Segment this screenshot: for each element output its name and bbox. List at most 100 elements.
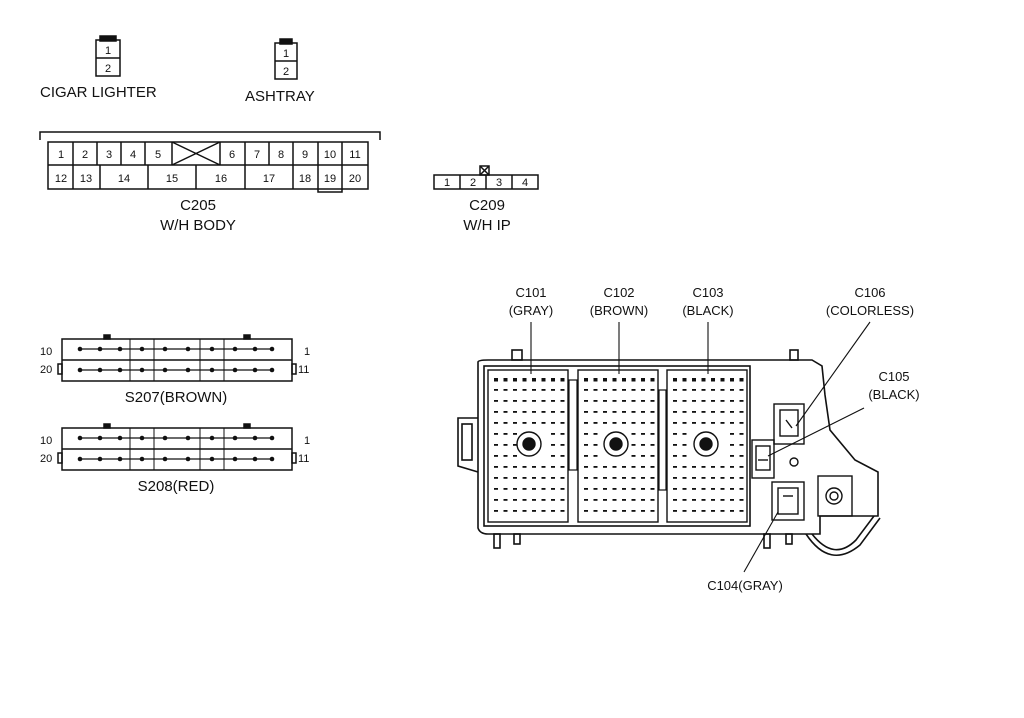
c209-pin: 2 xyxy=(470,177,476,189)
pin-cavity xyxy=(673,499,677,501)
pin-cavity xyxy=(641,444,645,446)
pin-cavity xyxy=(593,510,598,512)
c205-pin: 12 xyxy=(55,173,67,185)
pin-cavity xyxy=(682,510,687,512)
pin-cavity xyxy=(584,488,588,490)
pin-cavity xyxy=(650,422,655,424)
pin-cavity xyxy=(522,510,527,512)
pin-cavity xyxy=(673,433,677,435)
s208-connector xyxy=(57,423,297,471)
pin-cavity xyxy=(641,477,645,479)
pin-cavity xyxy=(711,411,715,413)
pin-cavity xyxy=(711,466,715,468)
pin-cavity xyxy=(551,389,555,391)
pin-cavity xyxy=(551,488,555,490)
c209-pin-numbers: 1 2 3 4 xyxy=(444,177,528,189)
pin-cavity xyxy=(603,378,607,382)
pin-cavity xyxy=(622,422,626,424)
pin-cavity xyxy=(503,444,508,446)
pin-cavity xyxy=(622,477,626,479)
pin-cavity xyxy=(522,389,527,391)
s208-dots xyxy=(77,435,275,462)
pin-cavity xyxy=(551,422,555,424)
s207-pin-left-bottom: 20 xyxy=(40,364,53,376)
pin-cavity xyxy=(541,477,546,479)
c205-pin: 5 xyxy=(155,149,161,161)
pin-cavity xyxy=(720,400,725,402)
pin-cavity xyxy=(551,477,555,479)
pin-cavity xyxy=(513,389,517,391)
pin-cavity xyxy=(494,411,498,413)
pin-cavity xyxy=(612,400,617,402)
pin-cavity xyxy=(622,378,626,382)
pin-cavity xyxy=(593,499,598,501)
pin-cavity xyxy=(603,488,607,490)
pin-cavity xyxy=(513,488,517,490)
s208-pin-right-top: 1 xyxy=(304,435,311,447)
pin-cavity xyxy=(522,378,527,382)
pin-cavity xyxy=(522,466,527,468)
pin-cavity xyxy=(522,411,527,413)
pin-cavity xyxy=(593,389,598,391)
pin-cavity xyxy=(494,389,498,391)
pin-cavity xyxy=(603,466,607,468)
pin-cavity xyxy=(584,378,588,382)
pin-cavity xyxy=(673,400,677,402)
pin-cavity xyxy=(622,488,626,490)
pin-cavity xyxy=(503,411,508,413)
c205-pin-numbers: 1 2 3 4 5 6 7 8 9 10 11 12 13 14 15 16 1… xyxy=(55,149,361,185)
pin-cavity xyxy=(541,422,546,424)
pin-cavity xyxy=(650,378,655,382)
pin-cavity xyxy=(612,466,617,468)
pin-cavity xyxy=(503,455,508,457)
pin-cavity xyxy=(612,411,617,413)
pin-cavity xyxy=(513,378,517,382)
pin-cavity xyxy=(584,422,588,424)
pin-cavity xyxy=(503,499,508,501)
pin-cavity xyxy=(494,488,498,490)
pin-cavity xyxy=(730,433,734,435)
pin-cavity xyxy=(730,411,734,413)
c205-pin: 1 xyxy=(58,149,64,161)
pin-cavity xyxy=(631,378,636,382)
pin-cavity xyxy=(711,378,715,382)
c106-connector xyxy=(773,403,805,445)
pin-cavity xyxy=(560,378,565,382)
pin-cavity xyxy=(584,444,588,446)
c205-pin: 10 xyxy=(324,149,336,161)
pin-cavity xyxy=(532,378,536,382)
pin-cavity xyxy=(622,389,626,391)
pin-cavity xyxy=(494,400,498,402)
pin-cavity xyxy=(692,477,696,479)
pin-cavity xyxy=(593,444,598,446)
pin-cavity xyxy=(631,400,636,402)
pin-cavity xyxy=(560,488,565,490)
pin-cavity xyxy=(673,455,677,457)
pin-cavity xyxy=(730,499,734,501)
pin-cavity xyxy=(692,389,696,391)
pin-cavity xyxy=(631,510,636,512)
pin-cavity xyxy=(739,510,744,512)
pin-cavity xyxy=(641,510,645,512)
pin-cavity xyxy=(739,378,744,382)
pin-cavity xyxy=(522,400,527,402)
pin-cavity xyxy=(494,455,498,457)
pin-cavity xyxy=(503,477,508,479)
c101-color: (GRAY) xyxy=(508,303,554,318)
ashtray-connector: 1 2 xyxy=(274,38,298,80)
pin-cavity xyxy=(720,422,725,424)
pin-cavity xyxy=(584,433,588,435)
pin-cavity xyxy=(494,466,498,468)
pin-cavity xyxy=(720,389,725,391)
c102-id: C102 xyxy=(603,285,635,300)
pin-cavity xyxy=(692,422,696,424)
c205-desc: W/H BODY xyxy=(160,217,236,234)
c205-pin: 19 xyxy=(324,173,336,185)
c102-color: (BROWN) xyxy=(589,303,649,318)
c209-desc: W/H IP xyxy=(463,217,511,234)
pin-cavity xyxy=(720,499,725,501)
pin-cavity xyxy=(682,477,687,479)
pin-cavity xyxy=(673,378,677,382)
pin-cavity xyxy=(532,477,536,479)
pin-cavity xyxy=(541,400,546,402)
